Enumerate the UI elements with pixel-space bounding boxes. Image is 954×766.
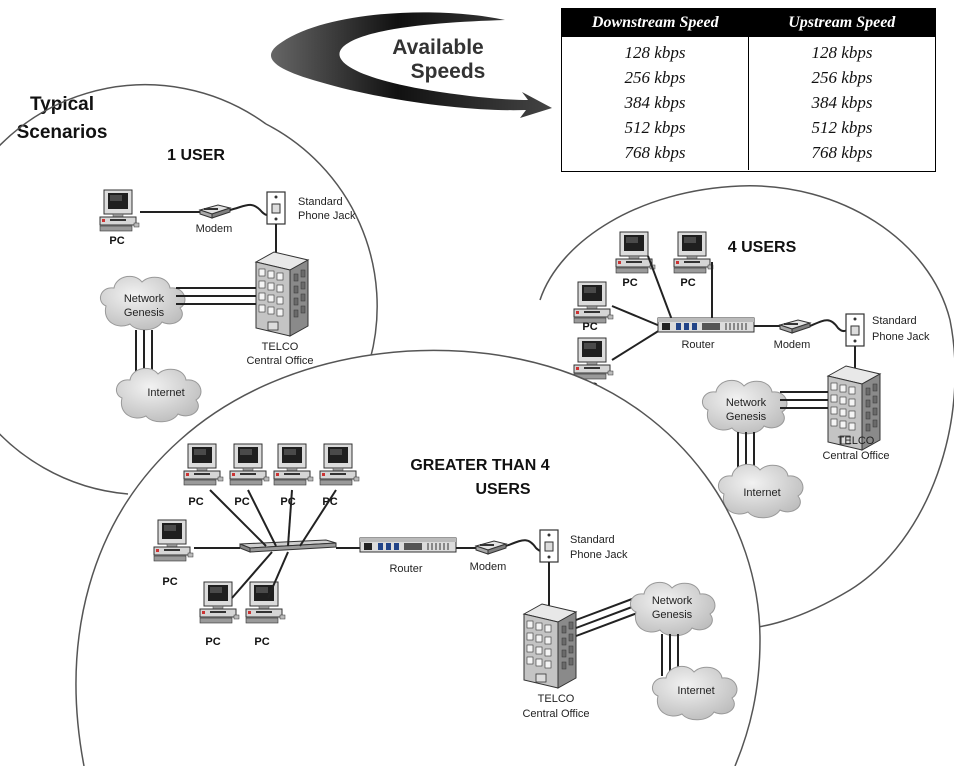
telco-label-line2: Central Office — [822, 450, 889, 462]
pc-label: PC — [234, 496, 249, 508]
network-label-line2: Genesis — [124, 307, 165, 319]
scenario-1-user: 1 USER PC Modem Standard Phone Jack TELC… — [0, 83, 378, 495]
pc-icon — [573, 337, 614, 380]
scenario-circle — [0, 83, 267, 495]
jack-label-line1: Standard — [872, 315, 917, 327]
downstream-cell: 512 kbps — [624, 117, 686, 137]
modem-icon — [779, 319, 811, 334]
modem-label: Modem — [470, 561, 507, 573]
telco-label-line2: Central Office — [522, 708, 589, 720]
network-label-line1: Network — [124, 293, 165, 305]
jack-label-line2: Phone Jack — [872, 331, 930, 343]
internet-label: Internet — [677, 685, 714, 697]
typical-label: Typical — [30, 94, 94, 115]
telco-label-line1: TELCO — [538, 693, 575, 705]
table-header-row: Downstream Speed Upstream Speed — [562, 9, 935, 37]
arrow-swoosh-icon — [270, 12, 552, 118]
phone-jack-icon — [845, 313, 865, 347]
internet-label: Internet — [147, 387, 184, 399]
telco-label-line1: TELCO — [262, 341, 299, 353]
scenario-title-line2: USERS — [475, 481, 530, 498]
network-label-line1: Network — [726, 397, 767, 409]
pc-icon — [573, 281, 614, 324]
pc-label: PC — [622, 277, 637, 289]
pc-label: PC — [680, 277, 695, 289]
speed-table: Downstream Speed Upstream Speed 128 kbps… — [561, 8, 936, 172]
available-label: Available — [392, 36, 483, 59]
jack-label-line2: Phone Jack — [298, 210, 356, 222]
telco-building-icon — [523, 603, 577, 689]
scenario-title: 1 USER — [167, 147, 225, 164]
scenario-title: 4 USERS — [728, 239, 797, 256]
scenarios-label: Scenarios — [17, 122, 108, 143]
downstream-column: 128 kbps 256 kbps 384 kbps 512 kbps 768 … — [562, 37, 749, 170]
table-body: 128 kbps 256 kbps 384 kbps 512 kbps 768 … — [562, 37, 935, 170]
upstream-cell: 384 kbps — [811, 92, 873, 112]
router-icon — [359, 537, 457, 553]
upstream-cell: 512 kbps — [811, 117, 873, 137]
pc-icon — [99, 189, 140, 232]
pc-label: PC — [188, 496, 203, 508]
router-label: Router — [681, 339, 714, 351]
jack-label-line1: Standard — [570, 534, 615, 546]
speeds-label: Speeds — [411, 60, 486, 83]
network-label-line2: Genesis — [652, 609, 693, 621]
telco-label-line1: TELCO — [838, 435, 875, 447]
upstream-header: Upstream Speed — [788, 14, 896, 31]
phone-jack-icon — [266, 191, 286, 225]
upstream-cell: 128 kbps — [811, 42, 873, 62]
router-icon — [657, 317, 755, 333]
internet-label: Internet — [743, 487, 780, 499]
downstream-cell: 384 kbps — [624, 92, 686, 112]
downstream-cell: 768 kbps — [624, 142, 686, 162]
pc-label: PC — [280, 496, 295, 508]
network-label-line1: Network — [652, 595, 693, 607]
modem-icon — [199, 204, 231, 219]
scenario-title-line1: GREATER THAN 4 — [410, 457, 549, 474]
router-label: Router — [389, 563, 422, 575]
pc-label: PC — [109, 235, 124, 247]
pc-icon — [673, 231, 714, 274]
downstream-cell: 128 kbps — [624, 42, 686, 62]
modem-label: Modem — [196, 223, 233, 235]
telco-building-icon — [255, 251, 309, 337]
pc-label: PC — [582, 321, 597, 333]
telco-label-line2: Central Office — [246, 355, 313, 367]
phone-jack-icon — [539, 529, 559, 563]
downstream-cell: 256 kbps — [624, 67, 686, 87]
scenario-more-than-4-users: GREATER THAN 4 USERS PC PC PC PC PC PC P… — [75, 349, 761, 766]
downstream-header: Downstream Speed — [591, 14, 719, 31]
upstream-cell: 768 kbps — [811, 142, 873, 162]
pc-label: PC — [254, 636, 269, 648]
modem-label: Modem — [774, 339, 811, 351]
pc-label: PC — [205, 636, 220, 648]
jack-label-line1: Standard — [298, 196, 343, 208]
pc-label: PC — [162, 576, 177, 588]
scenario-circle — [539, 185, 954, 629]
pc-icon — [615, 231, 656, 274]
network-label-line2: Genesis — [726, 411, 767, 423]
scenario-4-users: 4 USERS PC PC PC PC Router Modem Standar… — [539, 185, 954, 629]
upstream-column: 128 kbps 256 kbps 384 kbps 512 kbps 768 … — [749, 37, 935, 170]
jack-label-line2: Phone Jack — [570, 549, 628, 561]
upstream-cell: 256 kbps — [811, 67, 873, 87]
